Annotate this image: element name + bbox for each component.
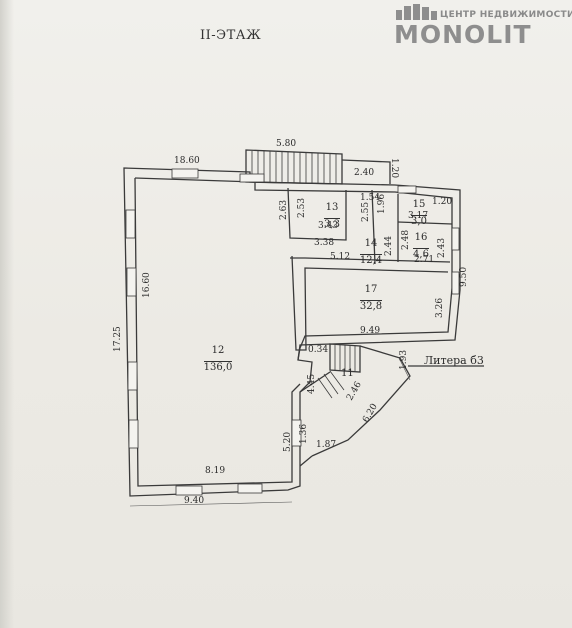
logo-name: MONOLIT xyxy=(394,20,532,49)
dim-label: 1.36 xyxy=(299,423,309,444)
page-edge-shadow xyxy=(0,0,14,628)
dim-label: 16.60 xyxy=(142,272,152,298)
stair-bottom xyxy=(329,343,361,373)
room-11-label: 11 xyxy=(341,368,354,379)
monolit-logo: ЦЕНТР НЕДВИЖИМОСТИ MONOLIT xyxy=(392,2,572,49)
dim-label: 17.25 xyxy=(113,326,123,352)
room-number: 13 xyxy=(325,202,339,213)
room-area: 3,3 xyxy=(324,217,340,230)
dim-label: 2.40 xyxy=(354,168,375,178)
dim-label: 5.80 xyxy=(276,139,297,149)
stair-top-treads xyxy=(251,151,337,184)
windows xyxy=(125,168,460,496)
dim-label: 1.20 xyxy=(432,197,453,207)
wing-wall xyxy=(311,345,411,457)
room-12-label: 12 136,0 xyxy=(196,345,240,373)
floor-title: II-ЭТАЖ xyxy=(200,28,262,43)
buildings-logo-icon xyxy=(396,4,437,20)
dim-label: 2.55 xyxy=(361,201,371,222)
room-number: 16 xyxy=(414,232,428,243)
dim-label: 3.43 xyxy=(318,221,339,231)
room-17-label: 17 32,8 xyxy=(356,284,386,312)
room-area: 136,0 xyxy=(203,360,233,373)
room-17-wall xyxy=(291,255,449,351)
stair-bottom-treads xyxy=(317,345,356,399)
room-13-label: 13 3,3 xyxy=(312,202,352,230)
dim-label: 18.60 xyxy=(174,156,200,166)
logo-tagline: ЦЕНТР НЕДВИЖИМОСТИ xyxy=(440,10,572,20)
dimension-lines xyxy=(129,359,411,507)
dim-label: 1.20 xyxy=(389,158,399,179)
dim-label: 0.34 xyxy=(308,345,329,355)
dim-label: 2.53 xyxy=(297,197,307,218)
dim-label: 1.96 xyxy=(377,193,387,214)
dim-label: 2.44 xyxy=(384,235,394,256)
stair-top xyxy=(245,149,343,185)
dim-label: 1.93 xyxy=(399,349,409,370)
dim-label: 2.71 xyxy=(414,255,435,265)
room-13-wall xyxy=(287,187,347,241)
dim-label: 4.45 xyxy=(307,373,317,394)
dim-label: 3.17 xyxy=(408,211,429,221)
room-number: 12 xyxy=(211,345,225,356)
room-16-label: 16 4,6 xyxy=(406,232,436,260)
room-15-label: 15 3,0 xyxy=(404,199,434,227)
dim-label: 2.48 xyxy=(401,229,411,250)
room-area: 12,4 xyxy=(359,253,383,266)
dim-label: 1.54 xyxy=(360,193,381,203)
dim-label: 2.43 xyxy=(437,237,447,258)
room-number: 17 xyxy=(364,284,378,295)
dim-label: 3.26 xyxy=(435,297,445,318)
dim-label: 9.49 xyxy=(360,326,381,336)
room-14-label: 14 12,4 xyxy=(356,238,386,266)
dim-label: 2.63 xyxy=(279,199,289,220)
litera-annotation: Литера б3 xyxy=(424,354,484,367)
dim-label: 5.12 xyxy=(330,252,351,262)
room-area: 3,0 xyxy=(411,214,427,227)
dim-label: 3.38 xyxy=(314,238,335,248)
dim-label: 5.20 xyxy=(283,431,293,452)
dim-label: 1.87 xyxy=(316,440,337,450)
dim-label: 8.19 xyxy=(205,466,226,476)
dim-label: 9.50 xyxy=(459,266,469,287)
room-area: 4,6 xyxy=(413,247,429,260)
room-area: 32,8 xyxy=(359,299,383,312)
dim-label: 9.40 xyxy=(184,496,205,506)
room-number: 15 xyxy=(412,199,426,210)
room-number: 14 xyxy=(364,238,378,249)
